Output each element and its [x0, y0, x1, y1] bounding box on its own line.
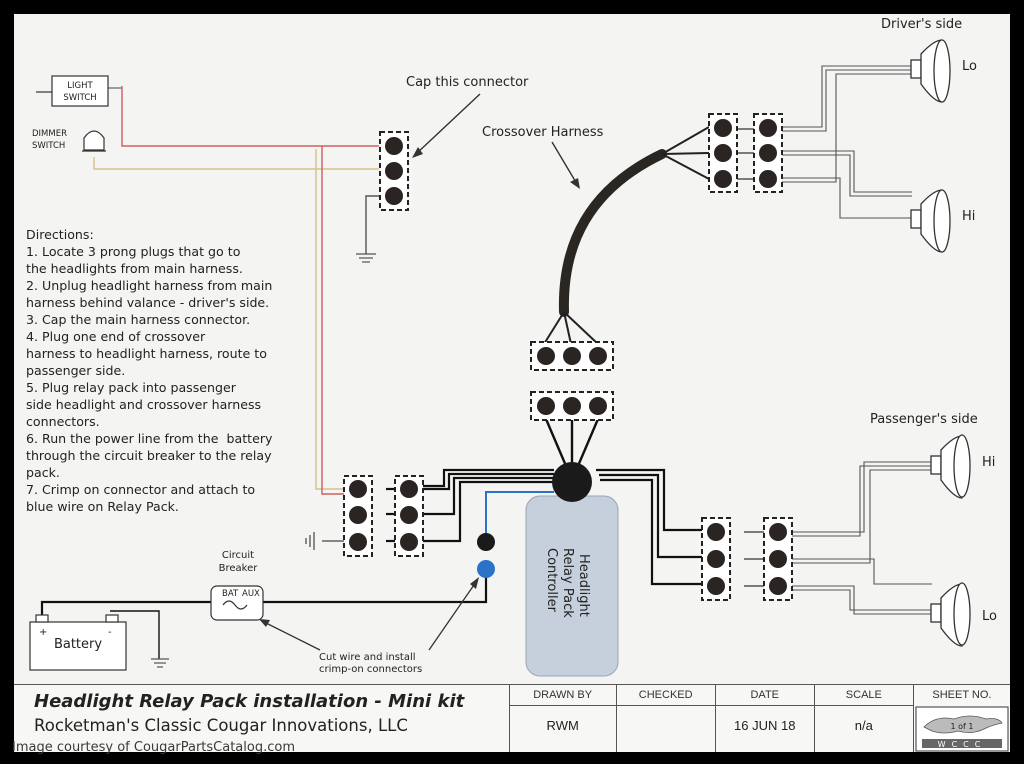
driver-lo-headlight-icon	[910, 39, 951, 103]
date-label: DATE	[715, 685, 814, 706]
capped-harness-connector	[379, 131, 409, 211]
directions-line: 6. Run the power line from the battery	[26, 431, 273, 446]
ground-symbol-top	[356, 253, 376, 263]
crossover-harness-cable	[558, 149, 667, 317]
passengers-side-label: Passenger's side	[870, 412, 978, 427]
drawn-by-label: DRAWN BY	[509, 685, 616, 706]
passengers-hi-label: Hi	[982, 455, 995, 470]
drawn-by-value: RWM	[546, 718, 579, 733]
arrow-cut-wire-crimp	[470, 577, 479, 589]
main-harness-left-connector	[343, 475, 373, 557]
arrow-cap-connector	[412, 147, 423, 158]
title-block-main: Headlight Relay Pack installation - Mini…	[14, 685, 510, 752]
arrow-cut-wire-breaker	[259, 619, 270, 627]
blue-wire	[485, 491, 554, 542]
circuit-breaker-box	[210, 585, 264, 621]
relay-pack-middle-connector	[530, 391, 614, 421]
drawn-by-cell: DRAWN BY RWM	[509, 685, 617, 752]
checked-cell: CHECKED	[616, 685, 716, 752]
directions-line: harness behind valance - driver's side.	[26, 295, 270, 310]
drawing-title: Headlight Relay Pack installation - Mini…	[34, 691, 465, 712]
wiring-diagram-sheet: Headlight Relay Pack Controller	[14, 14, 1010, 752]
light-switch-label-2: SWITCH	[63, 93, 96, 103]
dimmer-switch-label-2: SWITCH	[32, 141, 65, 151]
scale-value: n/a	[854, 718, 873, 733]
directions-line: through the circuit breaker to the relay	[26, 448, 272, 463]
ground-symbol-left	[305, 532, 344, 550]
directions-line: 1. Locate 3 prong plugs that go to	[26, 244, 241, 259]
battery-icon	[29, 614, 127, 671]
battery-plus-label: +	[39, 627, 47, 638]
passenger-headlight-connector	[763, 517, 793, 601]
directions-line: 3. Cap the main harness connector.	[26, 312, 251, 327]
sheet-cell: SHEET NO. 1 of 1 WCCC	[914, 685, 1010, 752]
battery-minus-label: -	[108, 627, 112, 638]
crossover-harness-label: Crossover Harness	[482, 125, 604, 140]
logo-text: WCCC	[938, 740, 987, 749]
cut-wire-label-2: crimp-on connectors	[319, 664, 422, 675]
drivers-lo-label: Lo	[962, 59, 977, 74]
relay-pack-label-2: Relay Pack	[560, 548, 575, 618]
driver-headlight-connector	[753, 113, 783, 193]
driver-crossover-connector	[708, 113, 738, 193]
image-credit: Image courtesy of CougarPartsCatalog.com	[12, 740, 295, 755]
directions-line: 4. Plug one end of crossover	[26, 329, 206, 344]
directions-line: 7. Crimp on connector and attach to	[26, 482, 256, 497]
directions-text: Directions: 1. Locate 3 prong plugs that…	[26, 226, 326, 515]
drivers-hi-label: Hi	[962, 209, 975, 224]
scale-cell: SCALE n/a	[814, 685, 914, 752]
relay-pack-label-3: Controller	[544, 548, 559, 613]
directions-line: blue wire on Relay Pack.	[26, 499, 179, 514]
crossover-bottom-connector	[530, 341, 614, 371]
breaker-aux-label: AUX	[242, 589, 260, 599]
light-switch-label-1: LIGHT	[67, 81, 93, 91]
directions-line: connectors.	[26, 414, 100, 429]
drivers-side-label: Driver's side	[881, 17, 962, 32]
dimmer-switch-label-1: DIMMER	[32, 129, 67, 139]
power-line	[262, 572, 488, 604]
sheet-label: SHEET NO.	[932, 689, 992, 701]
relay-pack-hub	[552, 462, 592, 502]
passengers-lo-label: Lo	[982, 609, 997, 624]
relay-pack-label-1: Headlight	[576, 554, 591, 617]
directions-line: harness to headlight harness, route to	[26, 346, 267, 361]
scale-label: SCALE	[814, 685, 913, 706]
checked-value	[617, 706, 715, 718]
directions-line: pack.	[26, 465, 60, 480]
passenger-hi-headlight-icon	[930, 434, 971, 499]
arrow-crossover-harness	[570, 178, 580, 189]
directions-line: 2. Unplug headlight harness from main	[26, 278, 273, 293]
directions-line: side headlight and crossover harness	[26, 397, 262, 412]
directions-line: 5. Plug relay pack into passenger	[26, 380, 236, 395]
date-value: 16 JUN 18	[734, 718, 796, 733]
checked-label: CHECKED	[616, 685, 715, 706]
circuit-breaker-label-2: Breaker	[219, 563, 259, 574]
light-switch-box	[51, 75, 109, 107]
relay-pack-passenger-connector	[701, 517, 731, 601]
company-name: Rocketman's Classic Cougar Innovations, …	[34, 716, 408, 735]
directions-line: passenger side.	[26, 363, 126, 378]
battery-label: Battery	[54, 637, 102, 652]
date-cell: DATE 16 JUN 18	[715, 685, 815, 752]
passenger-lo-headlight-icon	[930, 582, 971, 647]
title-block: Headlight Relay Pack installation - Mini…	[14, 684, 1010, 752]
relay-pack-left-connector	[394, 475, 424, 557]
circuit-breaker-label-1: Circuit	[222, 550, 254, 561]
wccc-cougar-logo-icon: 1 of 1 WCCC	[915, 706, 1009, 752]
ground-symbol-battery	[151, 658, 169, 668]
breaker-bat-label: BAT	[222, 589, 239, 599]
crimp-connector-black	[477, 533, 495, 551]
cap-connector-label: Cap this connector	[406, 75, 529, 90]
dimmer-switch-icon	[82, 130, 106, 152]
directions-line: the headlights from main harness.	[26, 261, 243, 276]
sheet-number: 1 of 1	[950, 722, 973, 731]
crimp-connector-blue	[477, 560, 495, 578]
directions-line: Directions:	[26, 227, 94, 242]
driver-hi-headlight-icon	[910, 189, 951, 253]
cut-wire-label-1: Cut wire and install	[319, 652, 416, 663]
wiring-diagram: Headlight Relay Pack Controller	[29, 17, 997, 677]
